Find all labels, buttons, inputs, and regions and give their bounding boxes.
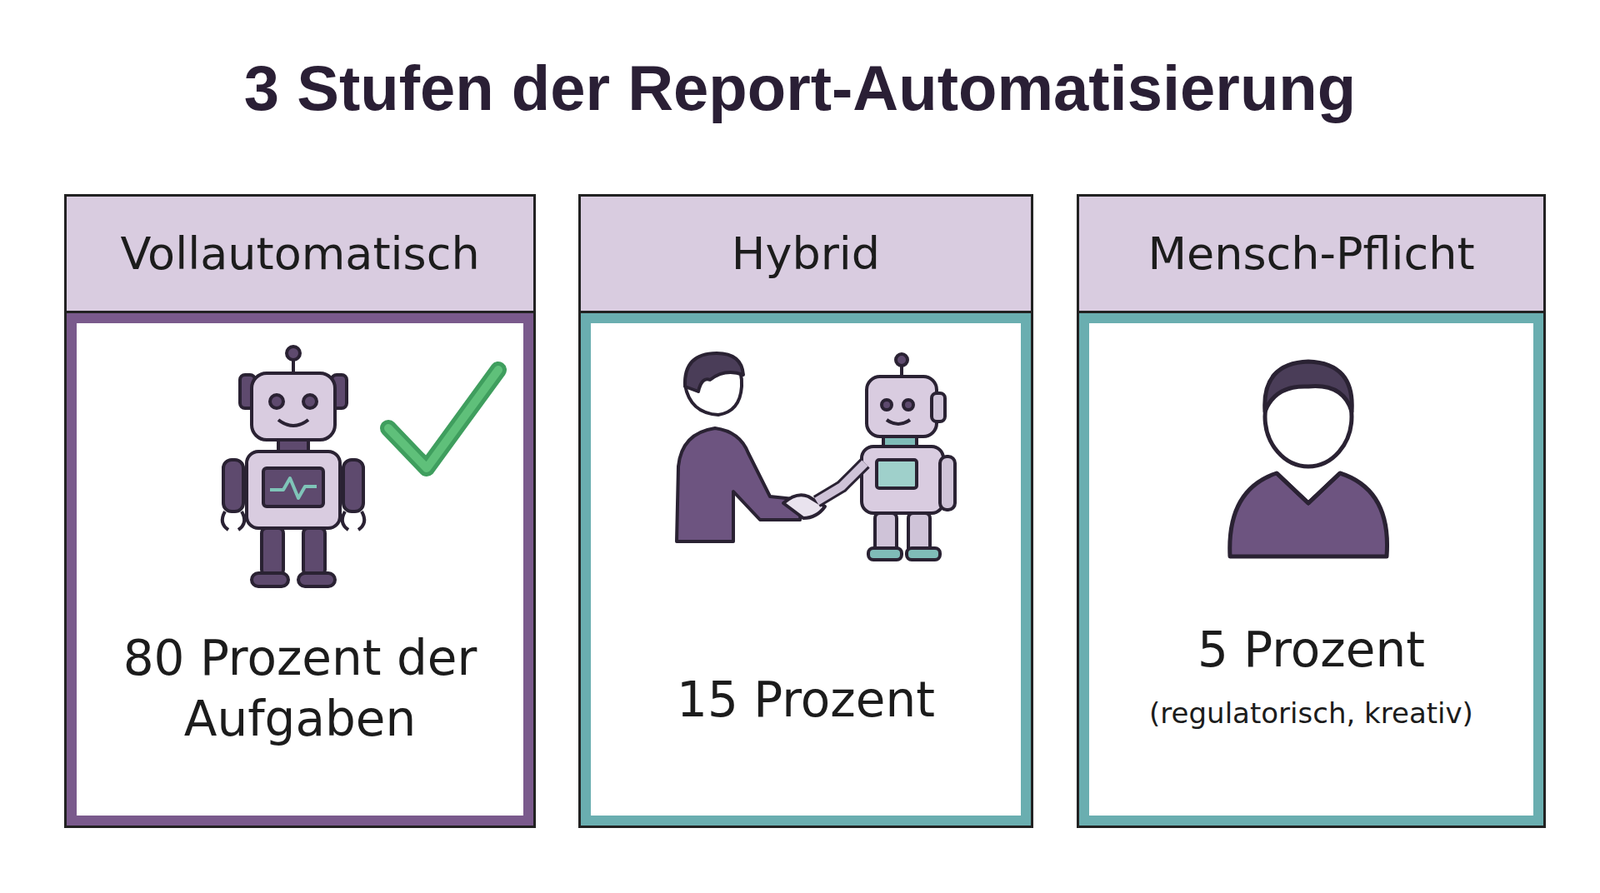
stage-card: Hybrid 15 Prozent bbox=[578, 194, 1034, 829]
card-value: 15 Prozent bbox=[600, 670, 1011, 731]
card-heading: Vollautomatisch bbox=[120, 227, 480, 280]
handshake-icon bbox=[676, 353, 955, 560]
card-frame bbox=[580, 313, 1031, 826]
card-header: Hybrid bbox=[580, 196, 1031, 314]
card-header: Mensch-Pflicht bbox=[1079, 196, 1544, 314]
card-heading: Mensch-Pflicht bbox=[1147, 227, 1475, 280]
diagram-title: 3 Stufen der Report-Automatisierung bbox=[0, 51, 1600, 125]
card-frame bbox=[66, 313, 534, 826]
card-value: 80 Prozent der Aufgaben bbox=[86, 628, 514, 750]
robot-icon bbox=[222, 346, 365, 587]
card-value: (regulatorisch, kreativ) bbox=[1099, 695, 1524, 732]
card-heading: Hybrid bbox=[731, 227, 880, 280]
checkmark bbox=[388, 370, 499, 469]
stage-card: Vollautomatisch 80 Prozent der Aufgaben bbox=[64, 194, 536, 829]
stage-card: Mensch-Pflicht 5 Prozent (regulatorisch, k… bbox=[1076, 194, 1546, 829]
card-value: 5 Prozent bbox=[1099, 620, 1524, 681]
checkmark-outline bbox=[388, 370, 499, 469]
card-frame bbox=[1079, 313, 1544, 826]
card-header: Vollautomatisch bbox=[66, 196, 534, 314]
person-icon bbox=[1230, 361, 1388, 557]
